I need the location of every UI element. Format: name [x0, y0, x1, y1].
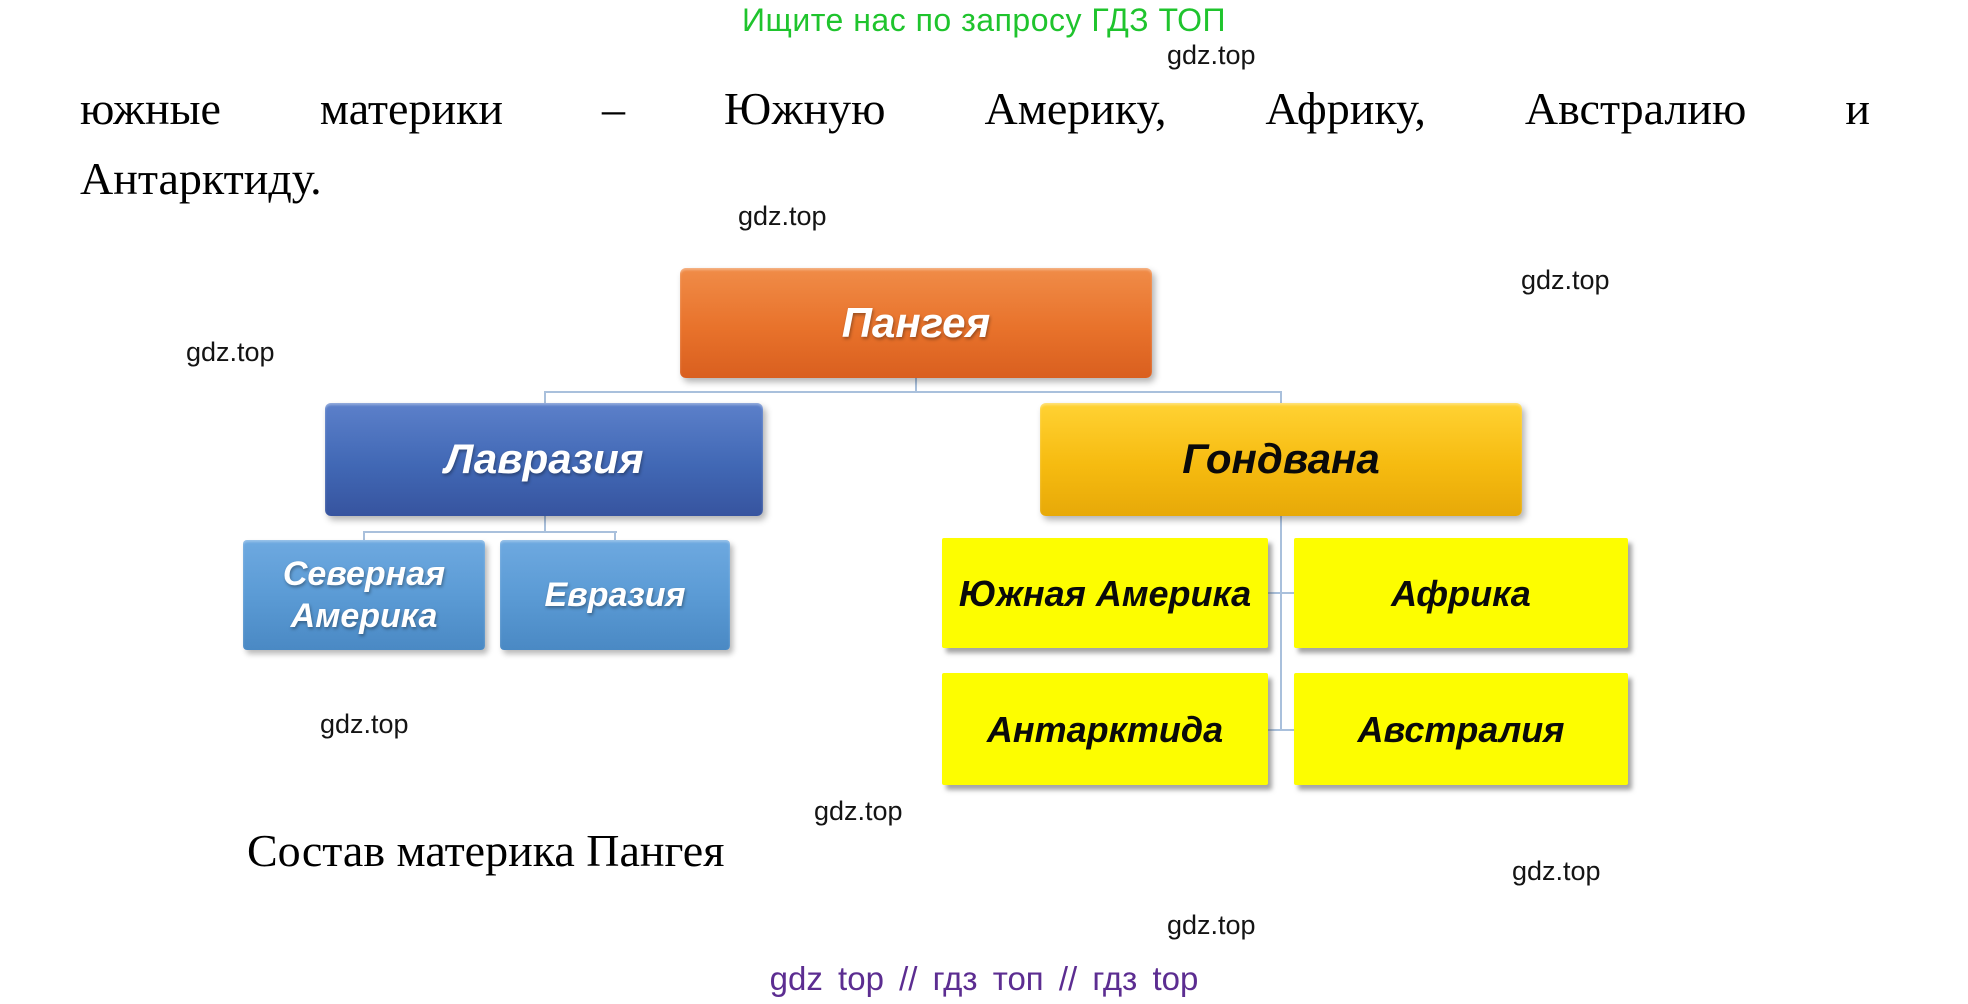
gdz-watermark: gdz.top: [320, 709, 409, 739]
eurasia-node: Евразия: [500, 540, 730, 650]
paragraph-word: и: [1845, 83, 1870, 134]
pangea-node: Пангея: [680, 268, 1152, 378]
gdz-watermark: gdz.top: [1167, 40, 1256, 70]
south-america-node: Южная Америка: [942, 538, 1268, 648]
gdz-watermark: gdz.top: [186, 337, 275, 367]
connector-line: [1280, 516, 1282, 730]
laurasia-node: Лавразия: [325, 403, 763, 516]
paragraph-word: Африку,: [1265, 83, 1426, 134]
footer-banner: gdz top // гдз топ // гдз top: [769, 960, 1199, 997]
paragraph-word: Южную: [723, 83, 886, 134]
connector-line: [363, 531, 617, 533]
paragraph-word: –: [601, 83, 625, 134]
connector-line: [1280, 391, 1282, 403]
connector-line: [544, 516, 546, 532]
paragraph-word: южные: [80, 83, 221, 134]
gondwana-node: Гондвана: [1040, 403, 1522, 516]
paragraph-line-1: южные материки – Южную Америку, Африку, Австра…: [80, 82, 1870, 135]
connector-line: [1268, 729, 1294, 731]
north-america-node: Северная Америка: [243, 540, 485, 650]
diagram-caption: Состав материка Пангея: [247, 825, 725, 876]
antarctica-node: Антарктида: [942, 673, 1268, 785]
paragraph-word: Америку,: [984, 83, 1167, 134]
connector-line: [544, 391, 1282, 393]
paragraph-word: Австралию: [1524, 83, 1747, 134]
gdz-watermark: gdz.top: [1167, 910, 1256, 940]
africa-node: Африка: [1294, 538, 1628, 648]
connector-line: [915, 378, 917, 392]
paragraph-line-2: Антарктиду.: [80, 153, 322, 204]
paragraph-word: материки: [319, 83, 504, 134]
gdz-watermark: gdz.top: [814, 796, 903, 826]
connector-line: [363, 531, 365, 540]
connector-line: [544, 391, 546, 403]
promo-banner: Ищите нас по запросу ГДЗ ТОП: [742, 2, 1226, 38]
gdz-watermark: gdz.top: [738, 201, 827, 231]
gdz-watermark: gdz.top: [1512, 856, 1601, 886]
australia-node: Австралия: [1294, 673, 1628, 785]
connector-line: [614, 531, 616, 540]
connector-line: [1268, 592, 1294, 594]
gdz-watermark: gdz.top: [1521, 265, 1610, 295]
